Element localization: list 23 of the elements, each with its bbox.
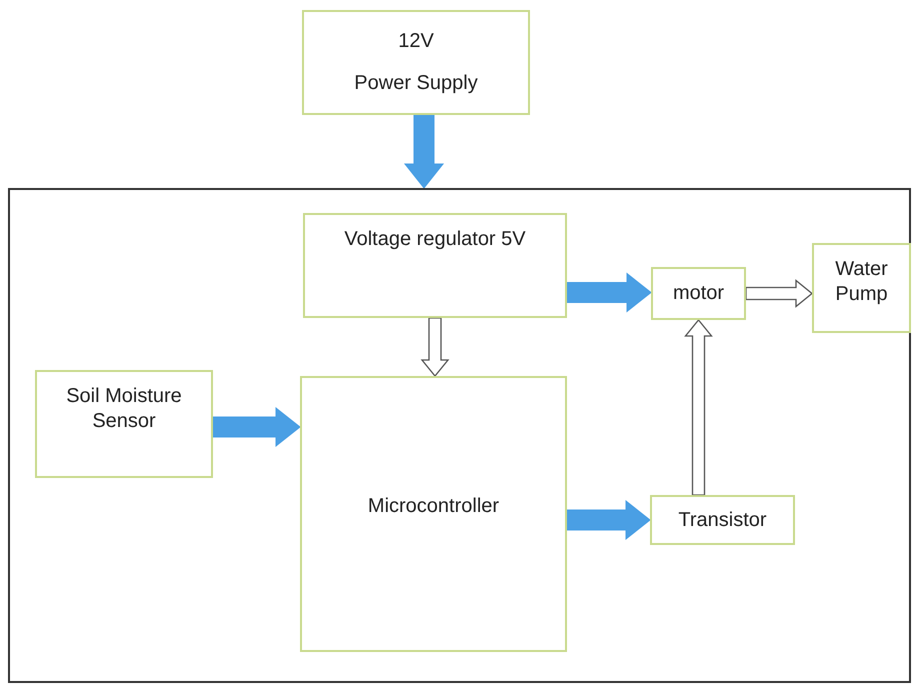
node-label: Transistor (678, 508, 767, 532)
process-box (651, 267, 746, 320)
node-label: Power Supply (354, 71, 478, 96)
process-box (35, 370, 213, 478)
process-box (302, 10, 530, 115)
process-box (303, 213, 567, 318)
block-arrow (404, 114, 444, 189)
node-label: 12V (398, 28, 434, 54)
block-arrow (420, 317, 450, 378)
node-label: Soil Moisture Sensor (65, 384, 183, 434)
block-arrow (212, 406, 301, 448)
node-label: Water Pump (834, 257, 889, 307)
node-label: motor (672, 281, 724, 306)
process-box (812, 243, 911, 333)
node-label: Voltage regulator 5V (344, 227, 526, 252)
process-box (300, 376, 567, 652)
block-arrow (745, 279, 814, 308)
block-arrow (566, 272, 652, 313)
system-frame (8, 188, 911, 683)
node-label: Microcontroller (368, 494, 500, 519)
block-arrow (566, 500, 651, 540)
process-box (650, 495, 795, 545)
block-arrow (684, 318, 713, 496)
